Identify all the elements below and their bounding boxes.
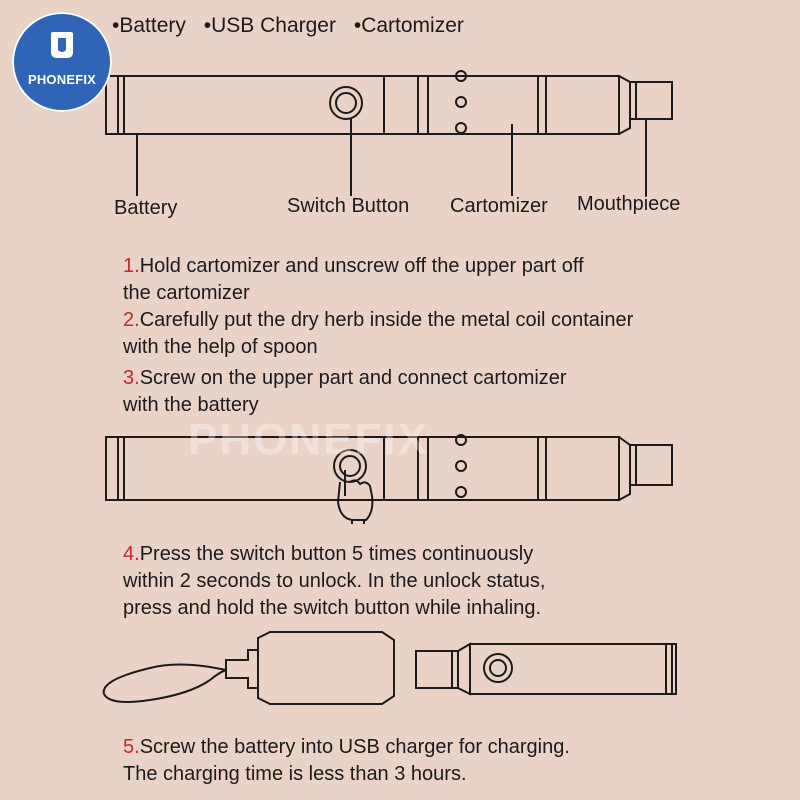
legend-item-usb-charger: •USB Charger <box>203 14 336 37</box>
step-number: 1. <box>123 255 140 277</box>
label-mouthpiece: Mouthpiece <box>577 193 681 215</box>
middle-device-drawing <box>105 434 673 524</box>
step-3: 3.Screw on the upper part and connect ca… <box>123 365 567 419</box>
step-text: Screw on the upper part and connect cart… <box>139 367 567 389</box>
charger-drawing <box>102 631 677 705</box>
step-5: 5.Screw the battery into USB charger for… <box>123 734 570 788</box>
step-number: 2. <box>123 309 140 331</box>
badge-brand-text: PHONEFIX <box>27 72 97 87</box>
legend-item-battery: •Battery <box>112 14 186 37</box>
step-number: 5. <box>123 736 140 758</box>
step-text: with the help of spoon <box>123 336 318 358</box>
top-device-drawing <box>105 70 673 196</box>
wrench-logo-icon <box>51 32 73 58</box>
step-text: Press the switch button 5 times continuo… <box>139 543 534 565</box>
step-4: 4.Press the switch button 5 times contin… <box>123 541 545 622</box>
step-1: 1.Hold cartomizer and unscrew off the up… <box>123 253 584 307</box>
label-switch-button: Switch Button <box>287 195 410 217</box>
step-text: Hold cartomizer and unscrew off the uppe… <box>139 255 584 277</box>
step-text: with the battery <box>123 394 259 416</box>
step-text: Screw the battery into USB charger for c… <box>139 736 570 758</box>
step-number: 4. <box>123 543 140 565</box>
step-text: press and hold the switch button while i… <box>123 597 542 619</box>
step-text: the cartomizer <box>123 282 250 304</box>
watermark: PHONEFIX <box>188 415 429 464</box>
step-text: Carefully put the dry herb inside the me… <box>139 309 634 331</box>
step-2: 2.Carefully put the dry herb inside the … <box>123 307 633 361</box>
legend-item-cartomizer: •Cartomizer <box>353 14 464 37</box>
label-cartomizer: Cartomizer <box>450 195 548 217</box>
phonefix-badge: PHONEFIX <box>12 12 112 112</box>
component-legend: •Battery •USB Charger •Cartomizer <box>112 14 476 38</box>
step-number: 3. <box>123 367 140 389</box>
step-text: within 2 seconds to unlock. In the unloc… <box>123 570 546 592</box>
step-text: The charging time is less than 3 hours. <box>123 763 467 785</box>
label-battery: Battery <box>114 197 178 219</box>
